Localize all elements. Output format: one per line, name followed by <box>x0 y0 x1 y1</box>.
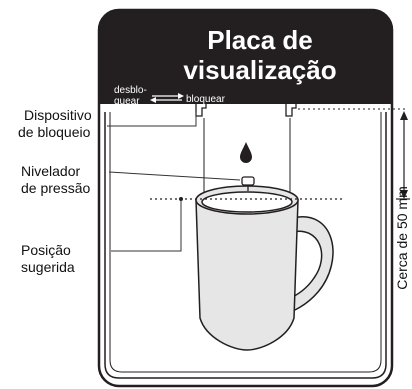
locking-device <box>195 104 297 117</box>
leader-lines <box>107 112 241 252</box>
leader-locking-device <box>107 112 197 127</box>
pressure-leveler-label-line2: de pressão <box>21 180 91 196</box>
drop-icon <box>240 142 252 163</box>
pressure-leveler-label-line1: Nivelador <box>21 163 81 179</box>
mug-inner <box>201 191 293 213</box>
lock-arrows-icon <box>150 93 184 103</box>
mug-body <box>195 199 299 351</box>
locking-device-label-line1: Dispositivo <box>24 107 92 123</box>
inner-frame <box>104 112 387 379</box>
suggested-position-label-line2: sugerida <box>21 259 75 275</box>
mug <box>195 185 334 351</box>
inner-frame-2 <box>109 112 382 373</box>
lock-label: bloquear <box>186 94 225 105</box>
leader-pressure-leveler <box>108 171 241 181</box>
suggested-position-dot <box>179 197 183 201</box>
dispenser-guides <box>203 118 291 192</box>
distance-label: Cerca de 50 mm <box>394 186 410 290</box>
display-plate-title-line2: visualização <box>183 55 337 85</box>
distance-dimension <box>396 111 410 200</box>
display-plate-header <box>99 10 392 104</box>
display-plate-title-line1: Placa de <box>207 25 313 55</box>
leader-suggested-position <box>111 201 182 252</box>
suggested-position-label-line1: Posição <box>21 242 71 258</box>
unlock-label-line1: desblo- <box>114 85 147 96</box>
locking-device-label-line2: de bloqueio <box>18 124 91 140</box>
unlock-label-line2: quear <box>114 96 140 107</box>
pressure-leveler <box>241 176 255 191</box>
